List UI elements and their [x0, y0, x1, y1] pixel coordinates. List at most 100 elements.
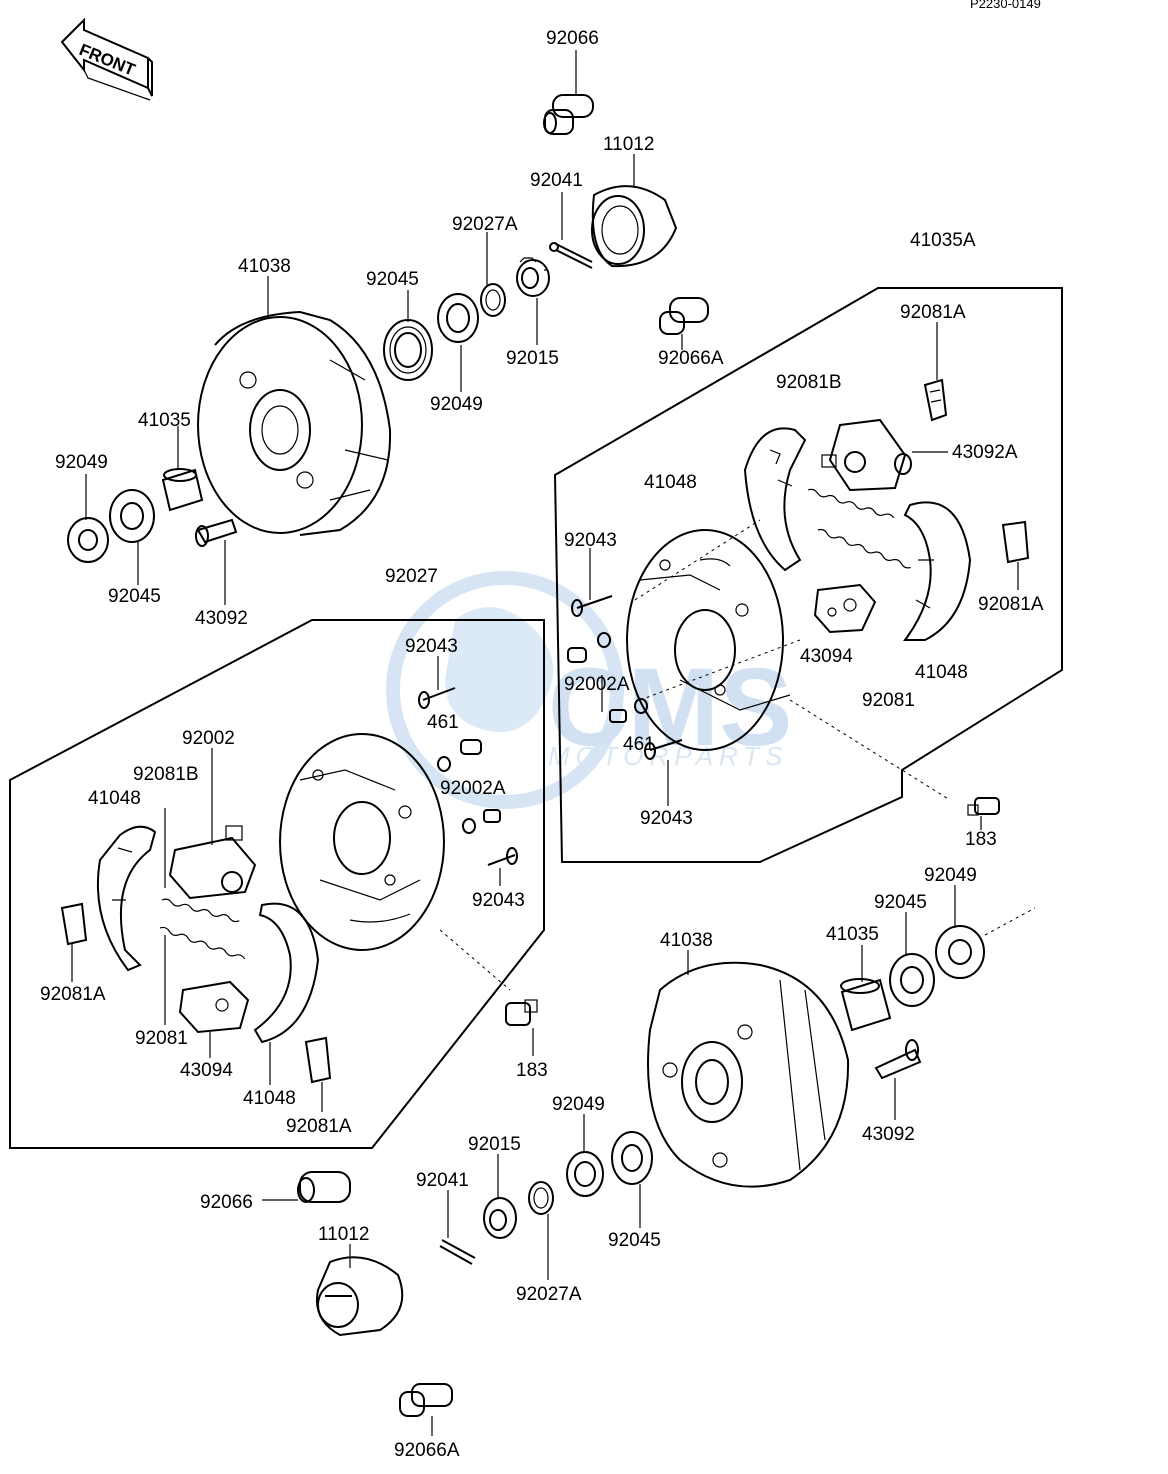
label-92015-bottom: 92015	[468, 1134, 521, 1155]
label-92049-bottom: 92049	[924, 865, 977, 886]
spring-upper-left	[161, 898, 240, 923]
wheel-cylinder-left	[168, 825, 257, 900]
spacer-top	[480, 283, 506, 317]
washer-461-right	[597, 632, 648, 714]
label-41048-right-bottom: 41048	[915, 662, 968, 683]
label-43094-right: 43094	[800, 646, 853, 667]
bearing-bottom	[889, 953, 935, 1007]
label-92043-right-bottom: 92043	[640, 808, 693, 829]
brake-shoe-lower-right	[903, 501, 972, 641]
label-92043-left-top: 92043	[405, 636, 458, 657]
spring-lower-right	[817, 528, 911, 569]
label-92043-left-bottom: 92043	[472, 890, 525, 911]
label-43092a: 43092A	[952, 442, 1018, 463]
hub-cap-top	[591, 185, 678, 268]
spacer-bottom	[528, 1181, 554, 1215]
left-assembly-outline	[9, 619, 545, 1149]
oil-seal-top	[437, 293, 479, 343]
bolt-183-left	[505, 999, 538, 1026]
label-92045-top: 92045	[366, 269, 419, 290]
label-92081-left: 92081	[135, 1028, 188, 1049]
backing-plate-left	[279, 733, 445, 951]
label-92081a-left-bottom: 92081A	[286, 1116, 352, 1137]
bolt-183-right	[967, 797, 1000, 816]
grease-nipple-top	[543, 94, 594, 135]
label-92081-right: 92081	[862, 690, 915, 711]
label-92066a-top: 92066A	[658, 348, 724, 369]
castle-nut-bottom	[483, 1197, 517, 1239]
label-92066-bottom: 92066	[200, 1192, 253, 1213]
label-92045-bottom: 92045	[874, 892, 927, 913]
grease-nipple-a	[659, 297, 709, 335]
label-43092: 92002	[182, 728, 235, 749]
brake-shoe-upper-left	[96, 825, 157, 972]
watermark-brand: CMS	[548, 646, 792, 769]
label-41048-right-top: 41048	[644, 472, 697, 493]
label-92027a-bottom: 92027A	[516, 1284, 582, 1305]
spring-upper-right	[807, 488, 895, 519]
label-92081a-right-side: 92081A	[978, 594, 1044, 615]
sleeve-bottom	[840, 978, 892, 1032]
grease-nipple-bottom	[297, 1171, 351, 1203]
retainer-clip-left-side	[60, 902, 88, 946]
cotter-pin-top	[549, 242, 593, 269]
label-92049-bottom-middle: 92049	[552, 1094, 605, 1115]
bearing-top	[383, 319, 433, 381]
label-92049-left: 92049	[55, 452, 108, 473]
pin-92043-left-top	[418, 687, 456, 709]
brake-shoe-lower-left	[253, 902, 320, 1044]
castle-nut-top	[516, 257, 550, 297]
brake-drum-top	[197, 310, 392, 536]
bolt-92002a-right	[567, 647, 627, 723]
label-92027a-top: 92027A	[452, 214, 518, 235]
retainer-clip-right-top	[923, 378, 948, 422]
brake-shoe-upper-right	[743, 427, 807, 572]
label-92027-bottom: 41035	[826, 924, 879, 945]
label-92041-top: 92041	[530, 170, 583, 191]
brake-drum-bottom	[647, 961, 850, 1188]
pin-92043-right-bottom	[644, 739, 683, 760]
adjuster-left	[178, 980, 250, 1034]
part-labels: 92066 11012 92041 92027A 41038 92045 920…	[40, 28, 1044, 1461]
label-92043-right-top: 92043	[564, 530, 617, 551]
label-92066-top: 92066	[546, 28, 599, 49]
label-41048-left-bottom: 41048	[243, 1088, 296, 1109]
watermark-logo: CMS MOTORPARTS	[386, 571, 792, 809]
label-183-right: 183	[965, 829, 997, 850]
label-41048-left-top: 41048	[88, 788, 141, 809]
bolt-top	[195, 518, 238, 547]
right-assembly-outline	[553, 287, 1063, 863]
bolt-92002a-left	[460, 739, 501, 823]
label-11012-bottom: 11012	[318, 1224, 369, 1245]
label-41035: 92027	[385, 566, 438, 587]
hub-cap-bottom	[316, 1256, 404, 1337]
label-41038-top: 41038	[238, 256, 291, 277]
label-92081a-right-top: 92081A	[900, 302, 966, 323]
label-41038-bottom: 41038	[660, 930, 713, 951]
label-92049-top: 92049	[430, 394, 483, 415]
label-92002-bottom: 43092	[862, 1124, 915, 1145]
grease-nipple-a-bottom	[399, 1383, 453, 1417]
label-92045-bottom-middle: 92045	[608, 1230, 661, 1251]
sleeve-top	[161, 468, 204, 512]
retainer-clip-right-side	[1001, 520, 1030, 564]
label-92002-top: 43092	[195, 608, 248, 629]
label-92081b-left: 92081B	[133, 764, 199, 785]
oil-seal-left	[67, 517, 109, 563]
label-92015-top: 92015	[506, 348, 559, 369]
label-92027-top: 41035	[138, 410, 191, 431]
label-92002a-right: 92002A	[564, 674, 630, 695]
backing-plate-right	[626, 529, 791, 751]
diagram-code: P2230-0149	[970, 0, 1041, 11]
label-11012-top: 11012	[603, 134, 654, 155]
spring-lower-left	[159, 926, 246, 960]
label-92081b-right: 92081B	[776, 372, 842, 393]
washer-461-left	[437, 756, 476, 834]
label-461-right: 461	[623, 734, 655, 755]
label-43094-left: 43094	[180, 1060, 233, 1081]
label-92041-bottom: 92041	[416, 1170, 469, 1191]
bolt-bottom	[874, 1039, 922, 1080]
bearing-bottom-middle	[611, 1131, 653, 1185]
pin-92043-left-bottom	[487, 847, 518, 866]
